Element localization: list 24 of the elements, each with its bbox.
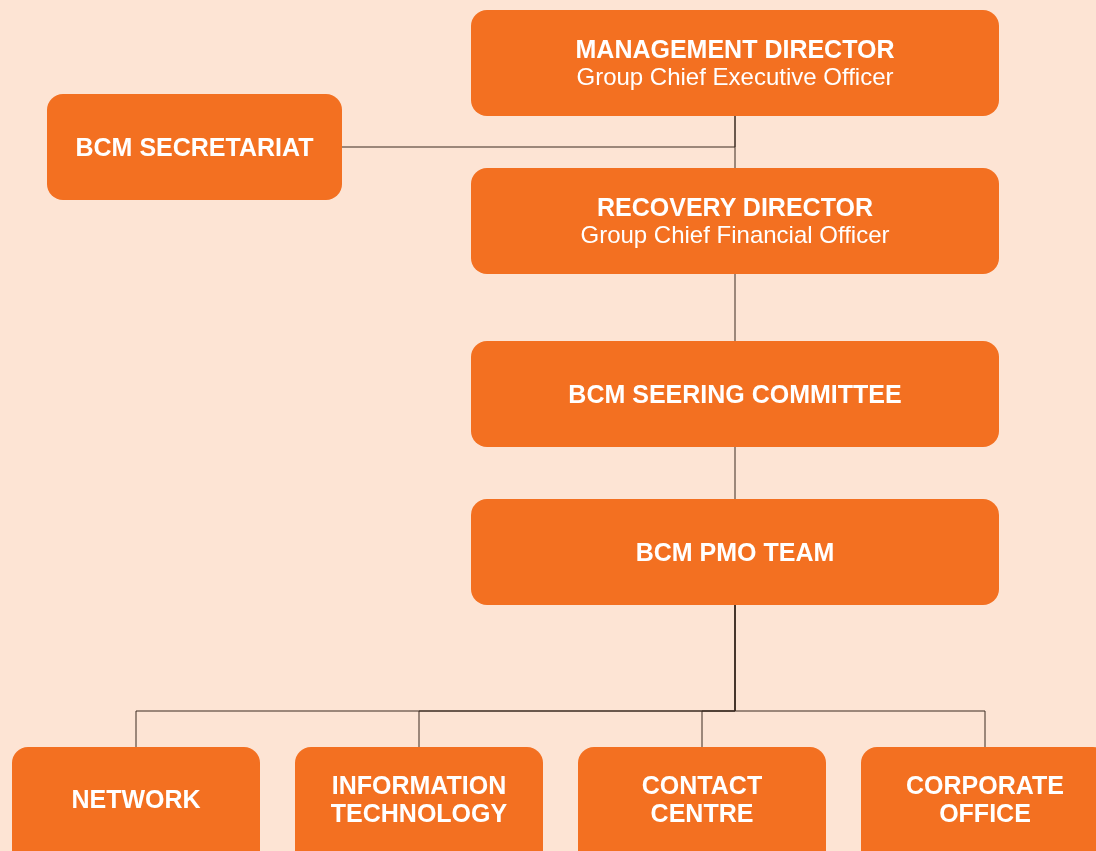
job-title: BCM SECRETARIAT (75, 133, 314, 161)
connector-line (734, 115, 736, 169)
connector-line (734, 273, 736, 342)
org-box (471, 10, 999, 116)
job-title: CONTACT CENTRE (640, 771, 764, 827)
org-box (578, 747, 826, 851)
job-subtitle: Group Chief Executive Officer (576, 63, 894, 91)
job-title: CORPORATE OFFICE (905, 771, 1065, 827)
job-title: MANAGEMENT DIRECTOR (575, 35, 895, 63)
job-title: INFORMATION TECHNOLOGY (329, 771, 509, 827)
org-box (12, 747, 260, 851)
org-box (47, 94, 342, 200)
org-box (471, 168, 999, 274)
org-box (471, 499, 999, 605)
job-title: BCM PMO TEAM (635, 538, 835, 566)
job-title: BCM SEERING COMMITTEE (568, 380, 902, 408)
org-box (471, 341, 999, 447)
connector-line (734, 604, 986, 748)
job-title: NETWORK (71, 785, 201, 813)
org-box (861, 747, 1096, 851)
org-box (295, 747, 543, 851)
connector-line (734, 446, 736, 500)
job-subtitle: Group Chief Financial Officer (580, 221, 890, 249)
job-title: RECOVERY DIRECTOR (597, 193, 873, 221)
